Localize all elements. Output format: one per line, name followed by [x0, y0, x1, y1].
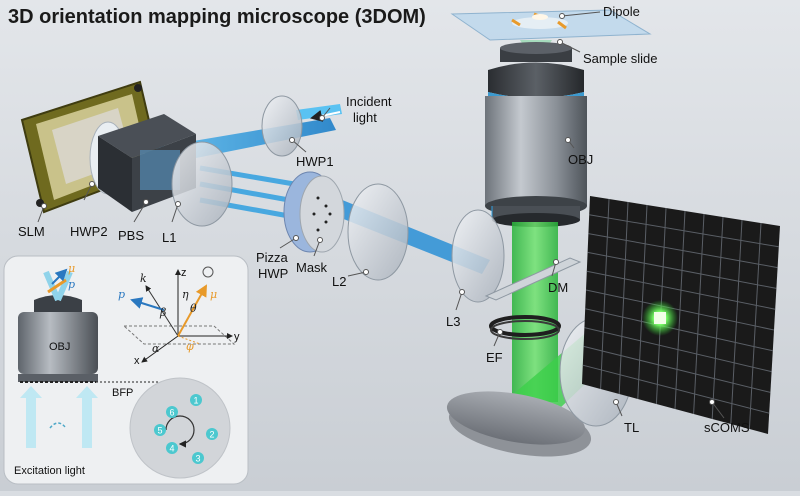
sensor-gridline: [748, 222, 762, 430]
sector-dot: [154, 424, 166, 436]
inset-p-top: p: [68, 278, 75, 291]
label-dipole: Dipole: [603, 4, 640, 19]
label-pizza-hwp-line1: Pizza: [256, 250, 289, 265]
inset-beam: μ p: [43, 262, 75, 302]
label-sample-slide: Sample slide: [583, 51, 657, 66]
label-hwp2: HWP2: [70, 224, 108, 239]
label-incident-light-line1: Incident: [346, 94, 392, 109]
leader-lines: [37, 11, 725, 419]
sym-mu: μ: [210, 288, 217, 301]
sector-dot: [192, 452, 204, 464]
label-mask: Mask: [296, 260, 328, 275]
sector-number: 1: [193, 396, 198, 406]
sym-k: k: [140, 272, 147, 285]
scoms-sensor: [582, 196, 780, 434]
inset-excitation-label: Excitation light: [14, 465, 85, 477]
label-hwp1: HWP1: [296, 154, 334, 169]
sector-dot: [166, 406, 178, 418]
axis-z-label: z: [181, 267, 187, 279]
incident-arrow: [310, 110, 341, 122]
sector-dot: [166, 442, 178, 454]
sym-alpha: α: [152, 342, 160, 355]
sym-beta: β: [159, 306, 166, 319]
inset-objective: OBJ: [18, 295, 98, 383]
sector-number: 3: [195, 454, 200, 464]
l2-lens: [347, 183, 409, 281]
label-tl: TL: [624, 420, 639, 435]
sector-number: 6: [169, 408, 174, 418]
sensor-gridline: [585, 308, 773, 352]
sector-number: 2: [209, 430, 214, 440]
sensor-gridline: [730, 219, 743, 425]
pbs-cube: [98, 114, 196, 212]
objective-lens: [485, 42, 587, 227]
sector-number: 5: [157, 426, 162, 436]
label-ef: EF: [486, 350, 503, 365]
axis-y-label: y: [234, 331, 240, 343]
mask: [299, 175, 345, 253]
emission-filter: [489, 315, 561, 340]
label-dm: DM: [548, 280, 568, 295]
hwp1-plate: [261, 95, 303, 157]
sector-number: 4: [169, 444, 174, 454]
bottom-mirror: [446, 391, 592, 457]
inset-mu-top: μ: [68, 262, 75, 275]
label-pbs: PBS: [118, 228, 144, 243]
sample-slide: [450, 9, 652, 41]
bfp-sector-dots: 1 2 3 456: [154, 394, 218, 464]
label-incident-light-line2: light: [353, 110, 377, 125]
sym-eta: η: [182, 288, 189, 301]
label-pizza-hwp-line2: HWP: [258, 266, 288, 281]
bfp-disk: [129, 377, 231, 479]
mask-holes: [312, 196, 332, 232]
l1-lens: [171, 141, 233, 227]
inset-bfp-label: BFP: [112, 387, 133, 399]
dipole-markers: [511, 12, 567, 30]
l3-lens: [451, 209, 505, 303]
inset-axes: z y x k p μ β η θ α φ: [118, 266, 240, 367]
label-l1: L1: [162, 230, 176, 245]
dichroic-mirror: [484, 257, 582, 301]
label-obj: OBJ: [568, 152, 593, 167]
sensor-gridline: [693, 213, 705, 415]
axis-x-label: x: [134, 355, 140, 367]
sensor-gridline: [584, 327, 772, 373]
label-l2: L2: [332, 274, 346, 289]
page-title: 3D orientation mapping microscope (3DOM): [8, 6, 426, 28]
excitation-arrows: [20, 386, 98, 448]
inset-obj-label: OBJ: [49, 341, 70, 353]
sensor-gridline: [583, 345, 771, 393]
sym-phi: φ: [186, 340, 194, 353]
sym-theta: θ: [190, 302, 197, 315]
sym-p: p: [118, 288, 125, 301]
inset-panel: OBJ μ p Excitation light BFP: [3, 255, 249, 485]
sector-dot: [190, 394, 202, 406]
label-slm: SLM: [18, 224, 45, 239]
sector-dot: [206, 428, 218, 440]
label-l3: L3: [446, 314, 460, 329]
sensor-gridline: [585, 289, 775, 331]
label-scoms: sCOMS: [704, 420, 750, 435]
sensor-gridline: [711, 216, 724, 420]
sensor-gridline: [582, 364, 770, 414]
